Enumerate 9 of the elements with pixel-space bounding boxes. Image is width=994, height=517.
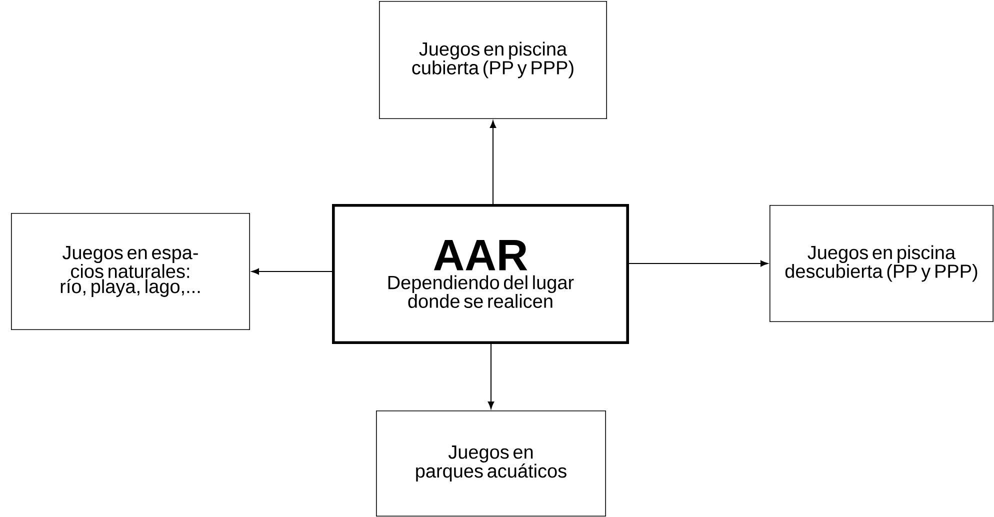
- text-box: Juegos en parques acuáticos: [376, 410, 606, 516]
- main-box: AAR Dependiendo del lugar donde se realicen: [332, 204, 629, 344]
- text-box: Juegos en piscina cubierta (PP y PPP): [379, 1, 607, 119]
- arrow: [488, 344, 494, 409]
- arrow: [628, 260, 768, 267]
- arrow: [252, 268, 332, 275]
- arrow: [490, 120, 496, 204]
- text-box: Juegos en espa- cios naturales: río, playa, lago,...: [11, 213, 250, 330]
- text-box: Juegos en piscina descubierta (PP y PPP): [770, 205, 994, 322]
